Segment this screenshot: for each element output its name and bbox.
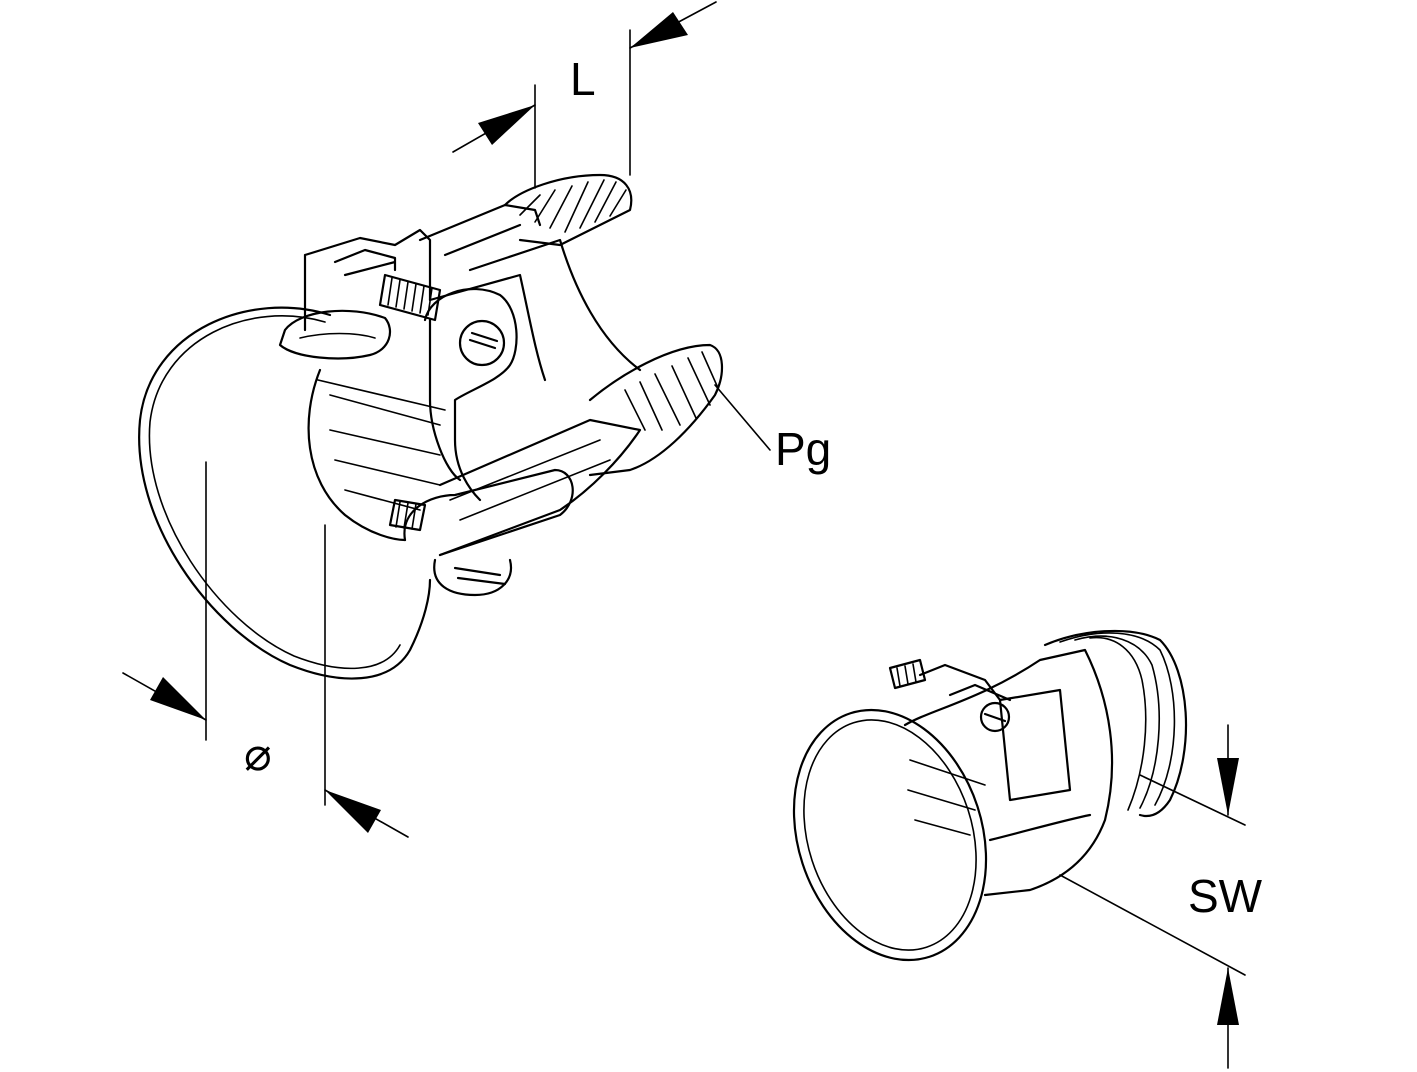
arrowhead-diameter-right	[325, 790, 381, 833]
arrowhead-sw-bottom	[1217, 968, 1239, 1025]
arrowhead-diameter-left	[150, 677, 206, 720]
arrowhead-sw-top	[1217, 758, 1239, 815]
extension-line-sw-top	[1139, 774, 1246, 826]
leader-line-pg	[714, 384, 771, 451]
dimension-label-l: L	[570, 53, 596, 105]
dimension-sw: SW	[1059, 724, 1263, 1069]
label-pg: Pg	[775, 423, 831, 475]
arrowhead-l-right	[630, 12, 688, 48]
dimension-label-diameter: ⌀	[244, 728, 272, 780]
extension-line-sw-bottom	[1059, 874, 1246, 976]
dimension-label-sw: SW	[1188, 870, 1263, 922]
arrowhead-l-left	[478, 105, 535, 145]
clamp-fitting-assembled	[792, 629, 1188, 962]
clamp-fitting-exploded	[138, 173, 723, 680]
dimension-diameter: ⌀	[122, 461, 409, 838]
dimension-l: L	[452, 1, 717, 189]
callout-pg: Pg	[714, 384, 831, 475]
